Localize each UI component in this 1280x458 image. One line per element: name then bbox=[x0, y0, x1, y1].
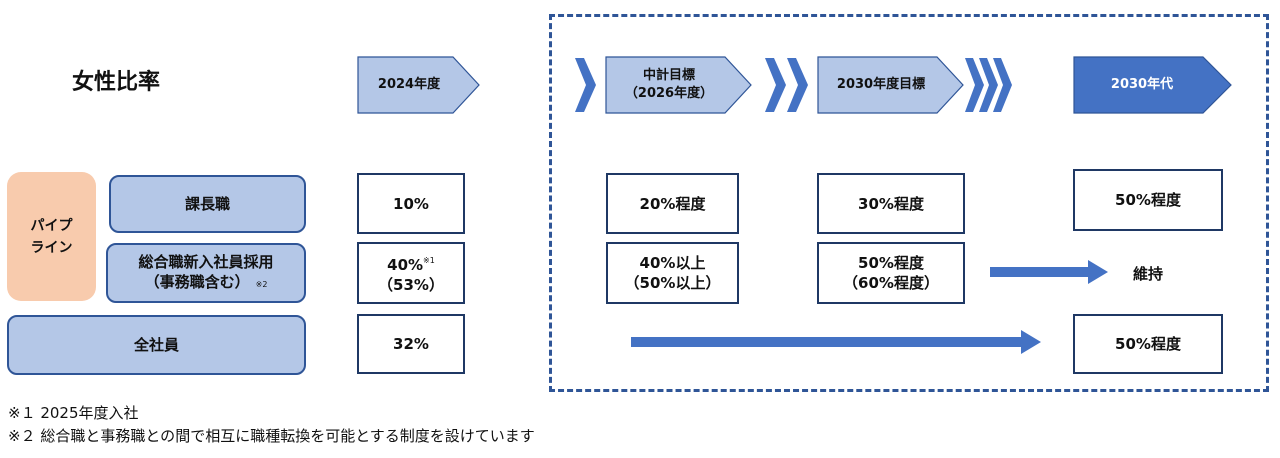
phase-header-midterm: 中計目標 （2026年度） bbox=[605, 56, 753, 114]
row-label-new-hires: 総合職新入社員採用 （事務職含む） ※2 bbox=[106, 243, 306, 303]
cell-line1: 40% bbox=[387, 256, 424, 274]
diagram-title: 女性比率 bbox=[72, 70, 161, 95]
footnote-1: ※１ 2025年度入社 bbox=[8, 404, 139, 422]
cell-text: 50%程度 bbox=[1115, 191, 1181, 209]
phase-header-2030s: 2030年代 bbox=[1073, 56, 1233, 114]
target-period-dashed-frame bbox=[549, 14, 1269, 392]
cell-manager-midterm: 20%程度 bbox=[606, 173, 739, 234]
cell-manager-2030s: 50%程度 bbox=[1073, 169, 1223, 231]
cell-line1: 40%以上 bbox=[639, 254, 706, 272]
row-label-manager: 課長職 bbox=[109, 175, 306, 233]
phase-arrow-shape bbox=[605, 56, 752, 114]
phase-arrow-shape bbox=[357, 56, 480, 114]
cell-line1: 50%程度 bbox=[858, 254, 924, 272]
arrow-right-icon bbox=[631, 329, 1043, 359]
phase-arrow-shape bbox=[817, 56, 964, 114]
row-label-new-hires-line2: （事務職含む） bbox=[144, 272, 250, 291]
footnote-ref-2: ※2 bbox=[255, 279, 268, 289]
footnote-2: ※２ 総合職と事務職との間で相互に職種転換を可能とする制度を設けています bbox=[8, 427, 535, 445]
cell-all-employees-2030s: 50%程度 bbox=[1073, 314, 1223, 374]
row-label-all-employees: 全社員 bbox=[7, 315, 306, 375]
triple-chevron-right-icon bbox=[964, 57, 1014, 117]
cell-text: 10% bbox=[393, 194, 429, 213]
phase-label-2024: 2024年度 bbox=[377, 77, 441, 92]
phase-header-2030-target: 2030年度目標 bbox=[817, 56, 965, 114]
phase-label-2030-target: 2030年度目標 bbox=[836, 77, 926, 92]
double-chevron-right-icon bbox=[763, 57, 811, 117]
chevron-right-icon bbox=[573, 57, 597, 117]
pipeline-label: パイプ ライン bbox=[7, 172, 96, 301]
cell-line2: （60%程度） bbox=[843, 274, 939, 292]
arrow-right-icon bbox=[990, 259, 1110, 289]
cell-text: 30%程度 bbox=[858, 194, 924, 213]
cell-line2: （50%以上） bbox=[624, 274, 721, 292]
phase-header-2024: 2024年度 bbox=[357, 56, 481, 114]
cell-line1-wrap: 40%※1 bbox=[387, 251, 435, 275]
cell-text: 20%程度 bbox=[639, 194, 706, 213]
cell-new-hires-2030-target: 50%程度 （60%程度） bbox=[817, 242, 965, 304]
cell-text: 32% bbox=[393, 335, 429, 353]
cell-new-hires-2030s: 維持 bbox=[1132, 264, 1163, 283]
cell-manager-2030-target: 30%程度 bbox=[817, 173, 965, 234]
phase-label-midterm: 中計目標 （2026年度） bbox=[624, 68, 714, 101]
cell-all-employees-2024: 32% bbox=[357, 314, 465, 374]
cell-new-hires-midterm: 40%以上 （50%以上） bbox=[606, 242, 739, 304]
phase-arrow-shape bbox=[1073, 56, 1232, 114]
phase-label-2030s: 2030年代 bbox=[1110, 77, 1174, 92]
cell-text: 50%程度 bbox=[1115, 335, 1181, 353]
row-label-new-hires-line1: 総合職新入社員採用 bbox=[138, 252, 274, 271]
footnote-ref-1: ※1 bbox=[423, 256, 435, 265]
row-label-new-hires-line2-wrap: （事務職含む） ※2 bbox=[145, 272, 268, 295]
cell-new-hires-2024: 40%※1 （53%） bbox=[357, 242, 465, 304]
cell-manager-2024: 10% bbox=[357, 173, 465, 234]
cell-line2: （53%） bbox=[378, 276, 444, 294]
